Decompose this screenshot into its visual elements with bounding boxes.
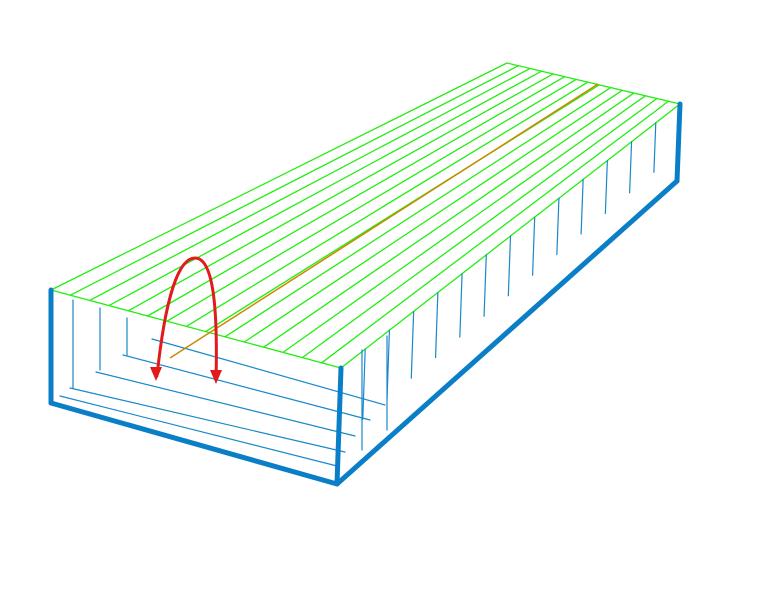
side-rib bbox=[507, 235, 512, 297]
bottom-rib bbox=[151, 338, 386, 406]
top-edge-back bbox=[506, 62, 681, 105]
side-rib bbox=[434, 291, 439, 359]
rotation-arrow-curve bbox=[155, 256, 218, 382]
top-grid-line bbox=[224, 86, 612, 338]
side-rib bbox=[580, 178, 584, 235]
top-grid-line bbox=[282, 95, 647, 354]
top-grid-line bbox=[127, 73, 554, 312]
side-rib bbox=[604, 159, 608, 215]
box-frame bbox=[48, 101, 683, 487]
top-grid-line bbox=[147, 76, 566, 317]
arrowhead-right bbox=[210, 370, 222, 384]
top-surface-grid bbox=[50, 62, 681, 369]
top-grid-line bbox=[89, 67, 531, 302]
side-rib bbox=[556, 197, 560, 256]
frame-bottom-front bbox=[48, 400, 340, 487]
side-rib bbox=[531, 216, 536, 276]
center-axis-line bbox=[169, 83, 599, 359]
top-grid-line bbox=[243, 89, 623, 343]
bottom-rib bbox=[95, 371, 356, 437]
top-grid-line bbox=[166, 78, 577, 322]
top-grid-line bbox=[301, 97, 658, 359]
bottom-rib bbox=[59, 395, 338, 467]
rotation-arrow bbox=[150, 256, 222, 384]
top-grid-line bbox=[263, 92, 635, 348]
frame-back-post bbox=[674, 101, 683, 184]
side-rib bbox=[459, 273, 463, 338]
top-edge-front bbox=[50, 289, 342, 369]
top-edge-left bbox=[50, 62, 508, 291]
bottom-rib bbox=[69, 387, 346, 453]
frame-bottom-right bbox=[334, 178, 680, 487]
side-rib bbox=[410, 310, 415, 379]
top-grid-line bbox=[185, 81, 589, 328]
side-rib bbox=[629, 141, 633, 194]
bottom-ribs bbox=[59, 335, 388, 467]
frame-front-post bbox=[334, 365, 344, 487]
bottom-rib bbox=[122, 354, 371, 421]
top-grid-line bbox=[69, 65, 520, 296]
top-grid-line bbox=[321, 100, 670, 364]
side-rib bbox=[483, 254, 487, 318]
side-rib bbox=[362, 348, 366, 420]
side-rib bbox=[653, 122, 657, 173]
arrowhead-left bbox=[150, 367, 162, 381]
